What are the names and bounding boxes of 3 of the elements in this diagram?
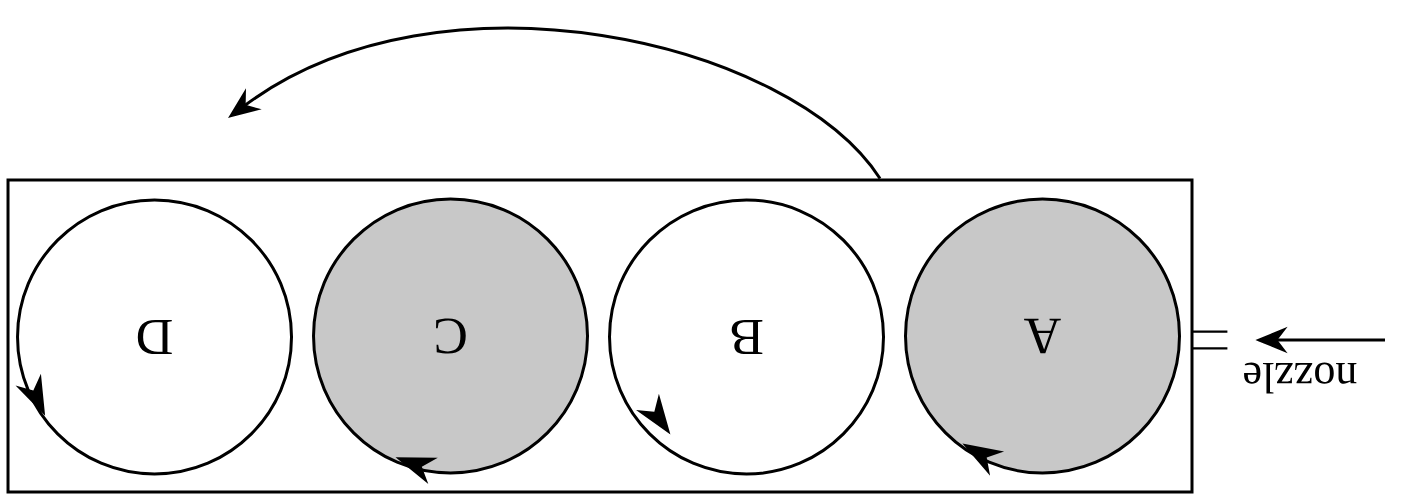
nozzle-drawing	[1191, 330, 1229, 350]
nozzle-label: nozzle	[1244, 362, 1357, 394]
chamber-box	[6, 178, 1194, 494]
